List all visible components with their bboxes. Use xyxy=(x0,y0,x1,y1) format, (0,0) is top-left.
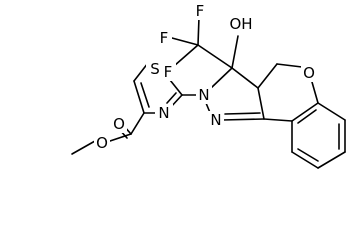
bond-cf3-f-top xyxy=(197,16,200,46)
bond-n1-c xyxy=(221,118,265,121)
bond-c3a-c9b xyxy=(257,87,265,120)
bond-c7-c8 xyxy=(317,151,346,169)
bond-c2-n3-inner xyxy=(166,92,177,104)
bond-n2-c3 xyxy=(210,67,233,89)
atom-fluorine-left: F xyxy=(160,29,169,47)
atom-fluorine-top: F xyxy=(196,2,205,20)
atom-hydroxyl: OH xyxy=(229,15,252,33)
bond-c5a-c6 xyxy=(317,102,346,121)
bond-c9a-c9b xyxy=(263,118,293,122)
bond-cf3-f-low xyxy=(173,44,199,67)
bond-o-carbonyl-c xyxy=(109,133,132,142)
bond-n1-c-inner xyxy=(224,112,261,115)
bond-c3-c3a xyxy=(231,67,259,89)
bond-c8-c9 xyxy=(291,151,319,169)
atom-n-pyrazole-1: N xyxy=(210,111,221,129)
atom-labels: S N O O N N O OH F F F xyxy=(94,2,317,152)
bond-c3-oh xyxy=(231,35,239,69)
atom-n-pyrazole-2: N xyxy=(198,86,209,104)
molecule-structure: S N O O N N O OH F F F xyxy=(71,2,346,169)
bond-c8-c9-inner xyxy=(297,148,319,162)
bond-cf3-f-left xyxy=(171,37,199,46)
bond-c5-s xyxy=(133,62,149,82)
bond-c4-c5 xyxy=(133,80,145,114)
atom-o-pyran: O xyxy=(303,64,315,82)
bond-c3-cf3 xyxy=(197,44,233,69)
bond-c4-c5-inner xyxy=(140,82,150,108)
bond-c4-o5 xyxy=(276,63,303,68)
bond-methyl-o xyxy=(71,140,96,155)
bond-c3a-c4 xyxy=(257,63,278,89)
atom-o-carbonyl: O xyxy=(113,115,125,133)
bond-carbonyl-c4 xyxy=(130,112,145,135)
atom-n-thiazole: N xyxy=(158,104,169,122)
bond-c5a-c9a xyxy=(291,102,319,122)
bond-c5a-c9a-inner xyxy=(297,109,317,124)
atom-s-thiazole: S xyxy=(150,60,160,78)
atom-fluorine-low: F xyxy=(164,63,173,81)
atom-o-ester: O xyxy=(96,134,108,152)
bond-o5-c5a xyxy=(311,81,319,104)
